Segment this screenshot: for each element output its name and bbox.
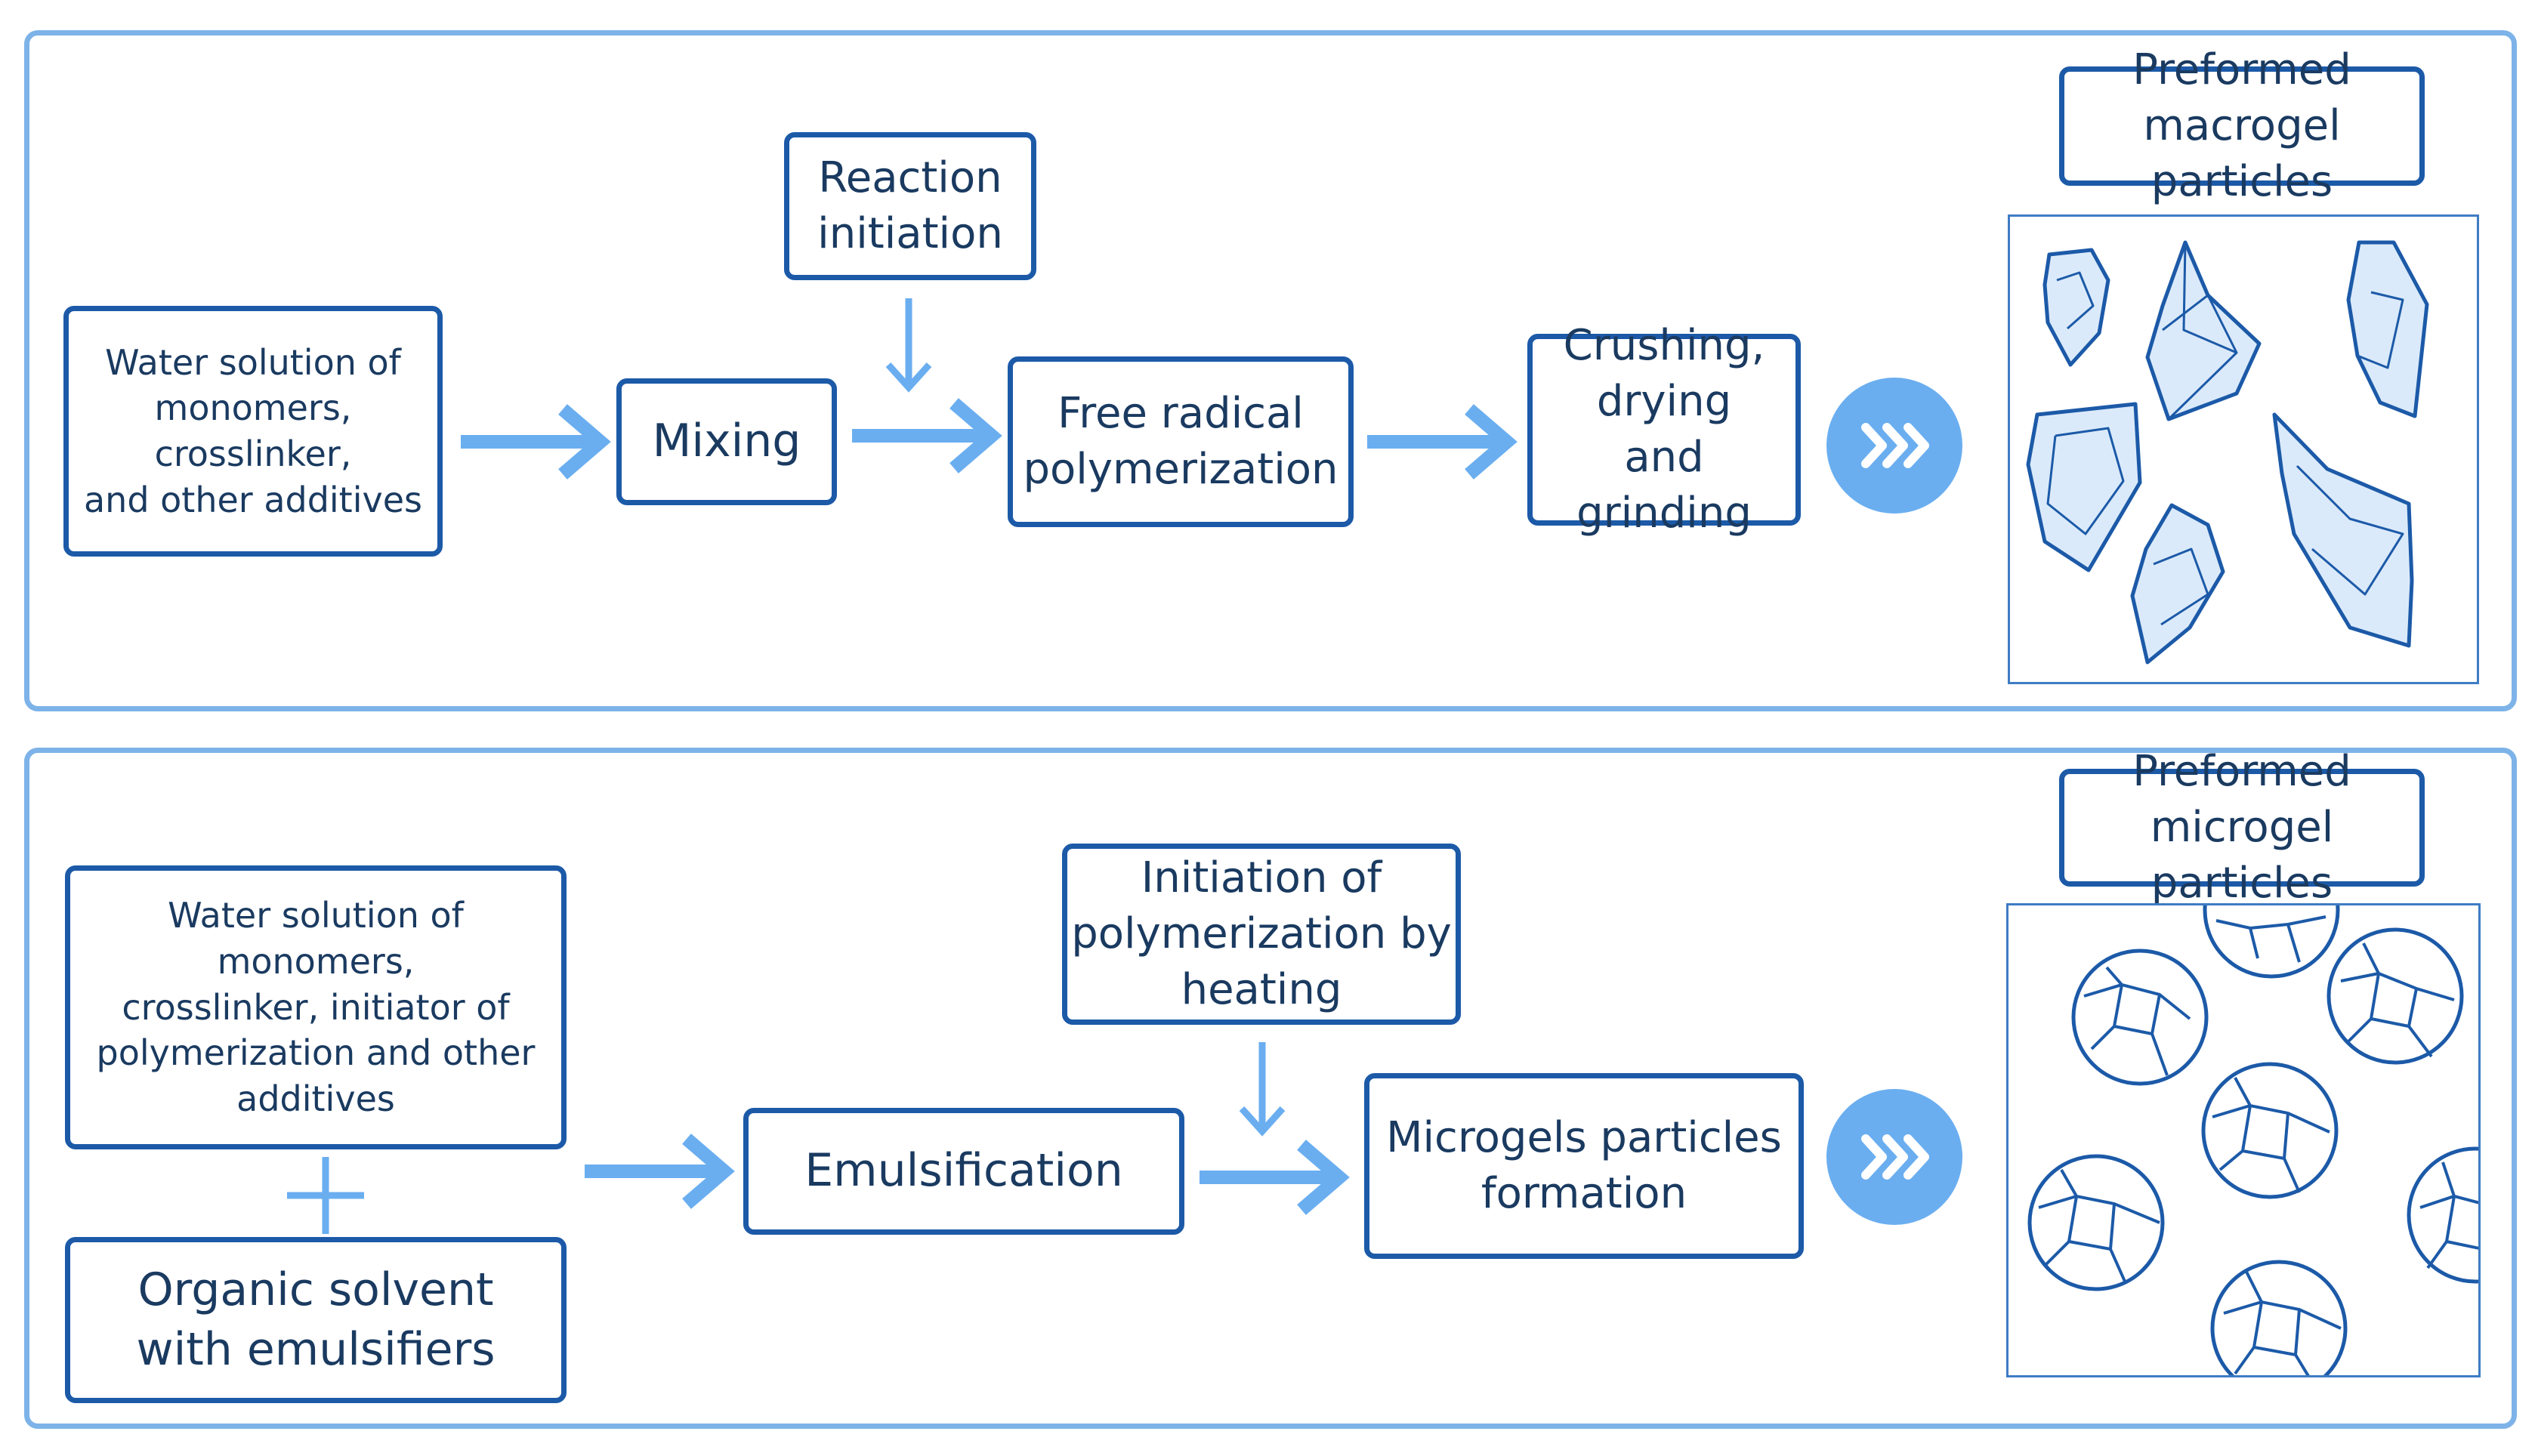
free-radical-polymerization-box: Free radical polymerization <box>1008 356 1354 527</box>
emulsification-box: Emulsification <box>743 1108 1184 1235</box>
reaction-initiation-label: Reaction initiation <box>817 153 1003 258</box>
emulsification-label: Emulsification <box>804 1144 1123 1198</box>
heating-initiation-label: Initiation of polymerization by heating <box>1071 853 1452 1014</box>
bottom-input-label: Water solution of monomers, crosslinker,… <box>96 895 536 1120</box>
microgel-particle <box>2407 1146 2478 1284</box>
bottom-down-arrow <box>1239 1042 1286 1137</box>
bottom-forward-chevron-icon <box>1826 1089 1962 1225</box>
top-input-box: Water solution of monomers, crosslinker,… <box>63 306 443 557</box>
bottom-input-box: Water solution of monomers, crosslinker,… <box>65 865 567 1149</box>
heating-initiation-box: Initiation of polymerization by heating <box>1062 844 1461 1025</box>
microgel-particle <box>2027 1154 2165 1291</box>
microgel-particles-illustration <box>2006 903 2481 1377</box>
organic-solvent-box: Organic solvent with emulsifiers <box>65 1237 567 1403</box>
crushing-drying-grinding-label: Crushing, drying and grinding <box>1563 321 1765 538</box>
top-down-arrow <box>885 298 932 393</box>
microgel-particles-label-box: Preformed microgel particles <box>2059 747 2425 908</box>
microgel-formation-box: Microgels particles formation <box>1364 1073 1804 1259</box>
top-arrow-3 <box>1367 404 1518 480</box>
macrogel-particle <box>2026 402 2142 572</box>
crushing-drying-grinding-box: Crushing, drying and grinding <box>1527 321 1801 538</box>
top-arrow-2 <box>852 398 1002 474</box>
macrogel-particles-label-box: Preformed macrogel particles <box>2059 45 2425 206</box>
microgel-formation-label: Microgels particles formation <box>1386 1113 1782 1218</box>
mixing-label: Mixing <box>652 415 801 468</box>
microgel-particle <box>2071 949 2209 1086</box>
bottom-arrow-1 <box>585 1134 735 1209</box>
microgel-particle <box>2210 1260 2348 1375</box>
macrogel-particle <box>2042 248 2110 367</box>
microgel-particle <box>2201 1062 2339 1199</box>
macrogel-particles-label: Preformed macrogel particles <box>2132 45 2351 206</box>
plus-icon <box>287 1157 364 1234</box>
mixing-box: Mixing <box>616 378 837 505</box>
reaction-initiation-box: Reaction initiation <box>784 132 1036 280</box>
macrogel-particle <box>2145 240 2262 421</box>
top-forward-chevron-icon <box>1826 378 1962 514</box>
top-arrow-1 <box>461 404 611 480</box>
macrogel-particle <box>2272 412 2414 648</box>
microgel-particle <box>2326 927 2464 1065</box>
microgel-particles-label: Preformed microgel particles <box>2132 747 2351 908</box>
microgel-particle <box>2203 905 2340 979</box>
bottom-arrow-2 <box>1200 1140 1350 1215</box>
macrogel-particle <box>2346 240 2429 418</box>
free-radical-polymerization-label: Free radical polymerization <box>1023 389 1338 494</box>
top-input-label: Water solution of monomers, crosslinker,… <box>83 341 422 520</box>
organic-solvent-label: Organic solvent with emulsifiers <box>136 1263 496 1376</box>
macrogel-particle <box>2130 503 2225 665</box>
macrogel-particles-illustration <box>2008 214 2479 684</box>
